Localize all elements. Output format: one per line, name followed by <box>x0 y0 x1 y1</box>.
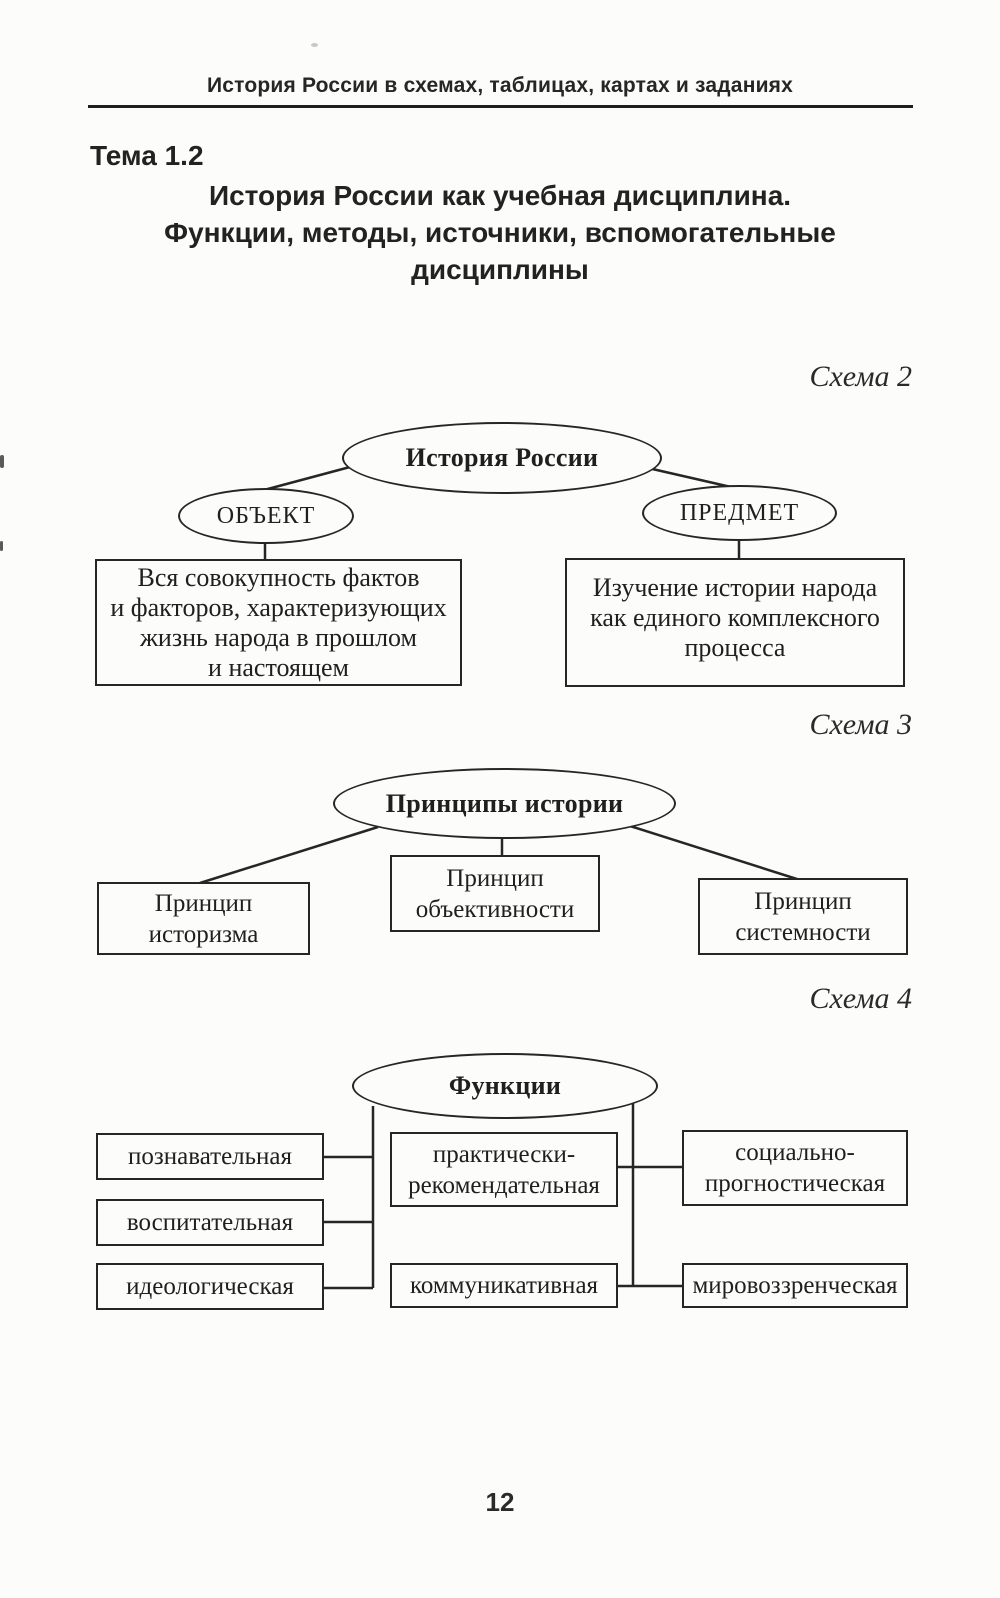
scheme2-subject-box: Изучение истории народа как единого комп… <box>565 558 905 687</box>
box-line: Принцип <box>446 864 544 892</box>
subject-desc-line: процесса <box>684 633 786 662</box>
page-number: 12 <box>485 1487 515 1517</box>
scheme2-object-ellipse: ОБЪЕКТ <box>178 488 354 544</box>
scheme2-object-label: ОБЪЕКТ <box>216 502 316 529</box>
box-line: прогностическая <box>704 1170 886 1197</box>
scheme2-subject-ellipse: ПРЕДМЕТ <box>642 485 837 541</box>
box-line: социально- <box>735 1139 855 1166</box>
scheme4-box-practical: практически- рекомендательная <box>390 1132 618 1207</box>
scheme4-box-worldview: мировоззренческая <box>682 1263 908 1308</box>
scheme4-box-cognitive: познавательная <box>96 1133 324 1180</box>
object-desc-line: Вся совокупность фактов <box>137 562 420 592</box>
s2-line-root-subject <box>647 466 732 489</box>
page-title-line-2: Функции, методы, источники, вспомогатель… <box>164 217 836 248</box>
box-line: практически- <box>432 1140 576 1168</box>
box-line: познавательная <box>127 1143 293 1170</box>
box-line: историзма <box>148 920 259 948</box>
box-line: мировоззренческая <box>692 1272 898 1299</box>
scheme4-box-educational: воспитательная <box>96 1199 324 1246</box>
box-line: рекомендательная <box>408 1171 600 1199</box>
scheme2-subject-label: ПРЕДМЕТ <box>679 499 800 526</box>
box-line: идеологическая <box>126 1273 294 1300</box>
box-line: воспитательная <box>126 1209 294 1236</box>
running-title: История России в схемах, таблицах, карта… <box>206 74 794 97</box>
scheme3-caption: Схема 3 <box>809 708 912 741</box>
scheme4-box-social-prognostic: социально- прогностическая <box>682 1130 908 1206</box>
subject-desc-line: Изучение истории народа <box>592 573 878 602</box>
object-desc-line: и факторов, характеризующих <box>110 592 447 622</box>
scan-artifact <box>311 43 318 47</box>
scheme3-box-objectivity: Принцип объективности <box>390 855 600 932</box>
s2-line-root-object <box>263 465 351 492</box>
box-line: объективности <box>415 895 575 923</box>
s3-line-root-right <box>629 824 801 882</box>
scheme2-root-ellipse: История России <box>342 422 662 494</box>
scheme3-box-systemic: Принцип системности <box>698 878 908 955</box>
scheme3-root-ellipse: Принципы истории <box>333 768 676 839</box>
scheme4-root-ellipse: Функции <box>352 1053 658 1119</box>
object-desc-line: и настоящем <box>208 652 349 682</box>
scan-artifact <box>0 455 4 468</box>
page-title-line-1: История России как учебная дисциплина. <box>208 180 792 211</box>
scheme4-box-communicative: коммуникативная <box>390 1263 618 1308</box>
scan-artifact <box>0 541 3 551</box>
scheme2-object-box: Вся совокупность фактов и факторов, хара… <box>95 559 462 686</box>
object-desc-line: жизнь народа в прошлом <box>139 622 418 652</box>
box-line: коммуникативная <box>409 1272 599 1299</box>
scheme2-caption: Схема 2 <box>809 360 912 393</box>
subject-desc-line: как единого комплексного <box>590 603 880 632</box>
scheme3-box-historicism: Принцип историзма <box>97 882 310 955</box>
scheme3-root-label: Принципы истории <box>385 788 624 818</box>
box-line: системности <box>735 918 871 946</box>
box-line: Принцип <box>154 889 253 917</box>
page-title-line-3: дисциплины <box>411 254 589 285</box>
scheme2-root-label: История России <box>405 443 599 472</box>
scheme4-caption: Схема 4 <box>809 982 912 1015</box>
box-line: Принцип <box>754 887 852 915</box>
scheme4-box-ideological: идеологическая <box>96 1263 324 1310</box>
s3-line-root-left <box>199 825 379 885</box>
header-rule <box>88 105 913 108</box>
topic-label: Тема 1.2 <box>90 140 204 171</box>
scheme4-root-label: Функции <box>448 1071 562 1100</box>
